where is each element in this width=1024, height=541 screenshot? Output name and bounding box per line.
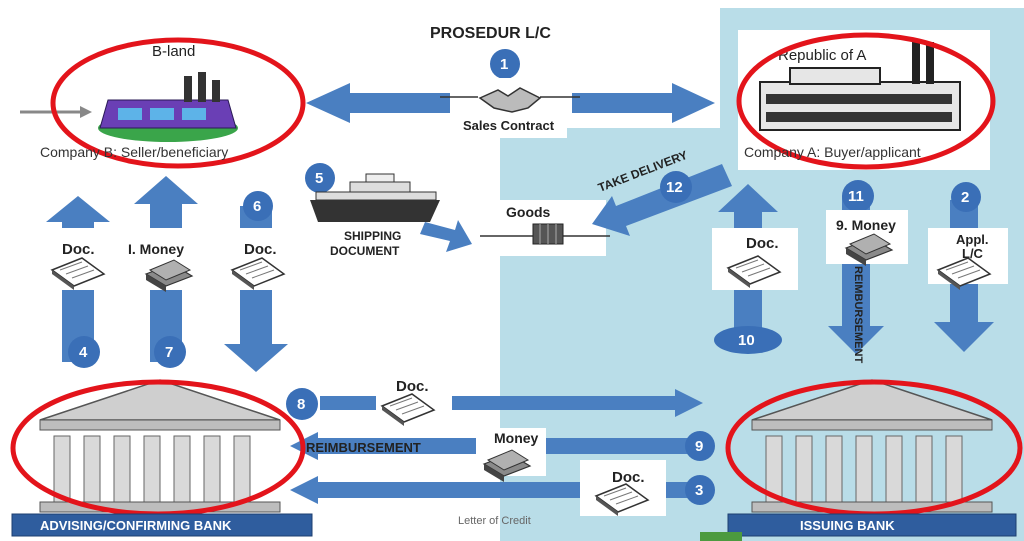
step-badge-7 bbox=[154, 336, 186, 368]
shipping-doc-label-1: SHIPPING bbox=[344, 229, 401, 243]
advising-bank-label: ADVISING/CONFIRMING BANK bbox=[40, 518, 232, 533]
step-6: 6 bbox=[253, 198, 261, 215]
step-badge-11 bbox=[842, 180, 874, 212]
doc-label-6: Doc. bbox=[244, 241, 277, 258]
doc-label-3: Doc. bbox=[612, 469, 645, 486]
step-10: 10 bbox=[738, 332, 755, 349]
ship-to-goods-arrow bbox=[420, 220, 472, 252]
step-badge-3 bbox=[685, 475, 715, 505]
goods-label: Goods bbox=[506, 204, 551, 220]
step-badge-9 bbox=[685, 431, 715, 461]
contract-arrow-right bbox=[572, 83, 715, 123]
step-2: 2 bbox=[961, 189, 969, 206]
factory-icon bbox=[98, 72, 238, 142]
step-5: 5 bbox=[315, 170, 323, 187]
step-11: 11 bbox=[848, 188, 864, 205]
step-badge-12 bbox=[660, 171, 692, 203]
step-badge-8 bbox=[286, 388, 318, 420]
step-12: 12 bbox=[666, 179, 683, 196]
factory-icon-a bbox=[759, 42, 961, 131]
step-badge-4 bbox=[68, 336, 100, 368]
shipping-doc-label-2: DOCUMENT bbox=[330, 244, 400, 258]
appl-label-1: Appl. bbox=[956, 232, 989, 247]
republic-label: Republic of A bbox=[778, 47, 866, 64]
step-7: 7 bbox=[165, 344, 173, 361]
advising-bank-bar bbox=[11, 513, 313, 537]
buyer-ring bbox=[736, 32, 996, 170]
step-badge-1 bbox=[490, 49, 520, 79]
doc-label-8: Doc. bbox=[396, 378, 429, 395]
step-9: 9 bbox=[695, 438, 703, 455]
seller-ring bbox=[50, 37, 306, 169]
buyer-label: Company A: Buyer/applicant bbox=[744, 144, 921, 160]
step-1: 1 bbox=[500, 56, 508, 73]
letter-of-credit-label: Letter of Credit bbox=[458, 515, 531, 527]
take-delivery-arrow bbox=[592, 164, 732, 236]
cargo-icon bbox=[532, 223, 564, 245]
issuing-bank-bar bbox=[727, 513, 1017, 537]
reimbursement-label: REIMBURSEMENT bbox=[306, 440, 421, 455]
step-4: 4 bbox=[79, 344, 88, 361]
doc-label-4: Doc. bbox=[62, 241, 95, 258]
step-badge-10 bbox=[714, 326, 782, 354]
b-land-label: B-land bbox=[152, 43, 195, 60]
step-badge-6 bbox=[243, 191, 273, 221]
step-8: 8 bbox=[297, 396, 305, 413]
money-label-9: Money bbox=[494, 430, 539, 446]
bank-building-icon bbox=[39, 379, 281, 513]
contract-arrow-left bbox=[306, 83, 450, 123]
reimbursement-vertical-label: REIMBURSEMENT bbox=[852, 266, 864, 363]
left-edge-arrowhead bbox=[80, 106, 92, 118]
handshake-icon bbox=[478, 87, 542, 113]
ship-icon bbox=[310, 173, 440, 222]
doc-label-10: Doc. bbox=[746, 235, 779, 252]
step-badge-2 bbox=[951, 182, 981, 212]
appl-label-2: L/C bbox=[962, 246, 984, 261]
sales-contract-label: Sales Contract bbox=[463, 118, 555, 133]
seller-label: Company B: Seller/beneficiary bbox=[40, 144, 228, 160]
bottom-green-tab bbox=[700, 532, 742, 541]
step-3: 3 bbox=[695, 482, 703, 499]
money-label-7: I. Money bbox=[128, 241, 184, 257]
issuing-bank-label: ISSUING BANK bbox=[800, 518, 895, 533]
money-label-11: 9. Money bbox=[836, 217, 896, 233]
diagram-title: PROSEDUR L/C bbox=[430, 25, 551, 42]
step-badge-5 bbox=[305, 163, 335, 193]
